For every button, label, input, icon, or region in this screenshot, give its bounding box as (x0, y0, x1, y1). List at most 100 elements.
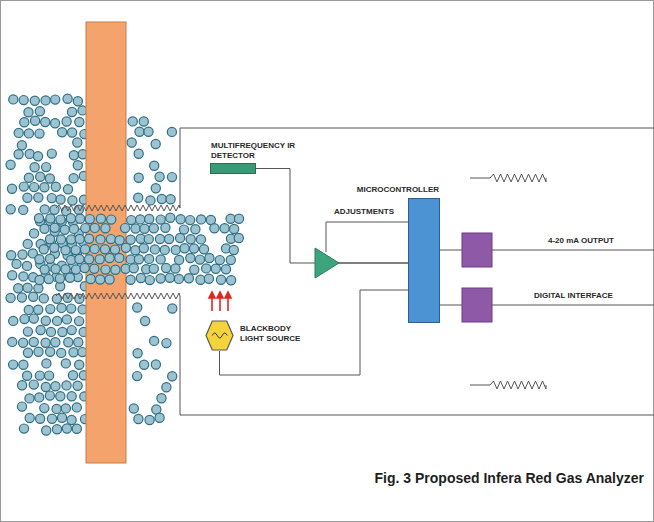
gas-molecule (139, 244, 148, 253)
gas-molecule (19, 338, 28, 347)
gas-molecule (35, 129, 44, 138)
gas-molecule (62, 315, 71, 324)
gas-molecule (25, 394, 34, 403)
gas-molecule (167, 173, 176, 182)
gas-molecule (101, 265, 110, 274)
component-label: MICROCONTROLLER (357, 185, 439, 195)
gas-molecule (179, 225, 188, 234)
gas-molecule (128, 117, 137, 126)
ir-arrow (219, 297, 221, 311)
ir-arrow-head (217, 292, 223, 298)
gas-molecule (42, 426, 51, 435)
gas-molecule (131, 224, 140, 233)
gas-molecule (150, 336, 159, 345)
gas-molecule (234, 233, 243, 242)
gas-molecule (41, 117, 50, 126)
gas-molecule (211, 264, 220, 273)
gas-molecule (95, 255, 104, 264)
gas-molecule (144, 235, 153, 244)
gas-molecule (17, 141, 26, 150)
gas-molecule (145, 254, 154, 263)
gas-molecule (69, 348, 78, 357)
gas-molecule (171, 245, 180, 254)
gas-molecule (14, 150, 23, 159)
gas-molecule (234, 214, 243, 223)
gas-molecule (81, 224, 90, 233)
gas-molecule (150, 245, 159, 254)
gas-molecule (57, 413, 66, 422)
gas-molecule (56, 215, 65, 224)
gas-molecule (75, 234, 84, 243)
gas-molecule (215, 256, 224, 265)
output-line (492, 250, 654, 305)
gas-molecule (19, 205, 28, 214)
gas-molecule (126, 275, 135, 284)
ir-detector: MULTIFREQUENCY IR DETECTOR (210, 163, 256, 174)
gas-molecule (96, 275, 105, 284)
gas-molecule (12, 259, 21, 268)
gas-molecule (190, 265, 199, 274)
gas-molecule (45, 254, 54, 263)
gas-molecule (61, 359, 70, 368)
gas-molecule (35, 371, 44, 380)
gas-molecule (162, 339, 171, 348)
gas-molecule (85, 255, 94, 264)
gas-molecule (9, 95, 18, 104)
adjustment-wire (326, 222, 408, 252)
gas-molecule (156, 274, 165, 283)
gas-molecule (34, 305, 43, 314)
gas-molecule (42, 359, 51, 368)
gas-molecule (50, 243, 59, 252)
gas-molecule (73, 138, 82, 147)
signal-wire (256, 169, 408, 264)
gas-molecule (161, 223, 170, 232)
gas-molecule (47, 414, 56, 423)
gas-molecule (40, 183, 49, 192)
wave-symbol (212, 333, 227, 338)
gas-molecule (139, 117, 148, 126)
gas-molecule (134, 414, 143, 423)
gas-molecule (23, 327, 32, 336)
gas-molecule (46, 214, 55, 223)
gas-molecule (62, 381, 71, 390)
gas-molecule (85, 215, 94, 224)
gas-molecule (86, 274, 95, 283)
gas-molecule (144, 127, 153, 136)
gas-molecule (75, 360, 84, 369)
gas-molecule (23, 283, 32, 292)
gas-molecule (216, 275, 225, 284)
gas-molecule (80, 264, 89, 273)
gas-molecule (121, 224, 130, 233)
gas-molecule (100, 245, 109, 254)
gas-molecule (149, 224, 158, 233)
amplifier-output-wire (338, 263, 408, 264)
gas-molecule (61, 404, 70, 413)
gas-molecule (195, 255, 204, 264)
gas-molecule (29, 337, 38, 346)
gas-molecule (68, 128, 77, 137)
gas-molecule (202, 264, 211, 273)
gas-molecule (30, 163, 39, 172)
gas-molecule (73, 97, 82, 106)
gas-molecule (57, 303, 66, 312)
output-driver (462, 233, 492, 267)
hexagon-outline (205, 320, 234, 351)
gas-molecule (20, 315, 29, 324)
gas-molecule (115, 236, 124, 245)
gas-molecule (133, 349, 142, 358)
gas-molecule (135, 127, 144, 136)
gas-molecule (17, 293, 26, 302)
thread-line (56, 205, 180, 211)
gas-molecule (145, 415, 154, 424)
thread-lines (56, 174, 546, 389)
gas-molecule (141, 316, 150, 325)
gas-molecule (17, 402, 26, 411)
gas-molecule (14, 284, 23, 293)
gas-molecule (171, 264, 180, 273)
gas-molecule (24, 129, 33, 138)
gas-molecule (55, 274, 64, 283)
gas-molecule (140, 224, 149, 233)
gas-molecule (136, 215, 145, 224)
